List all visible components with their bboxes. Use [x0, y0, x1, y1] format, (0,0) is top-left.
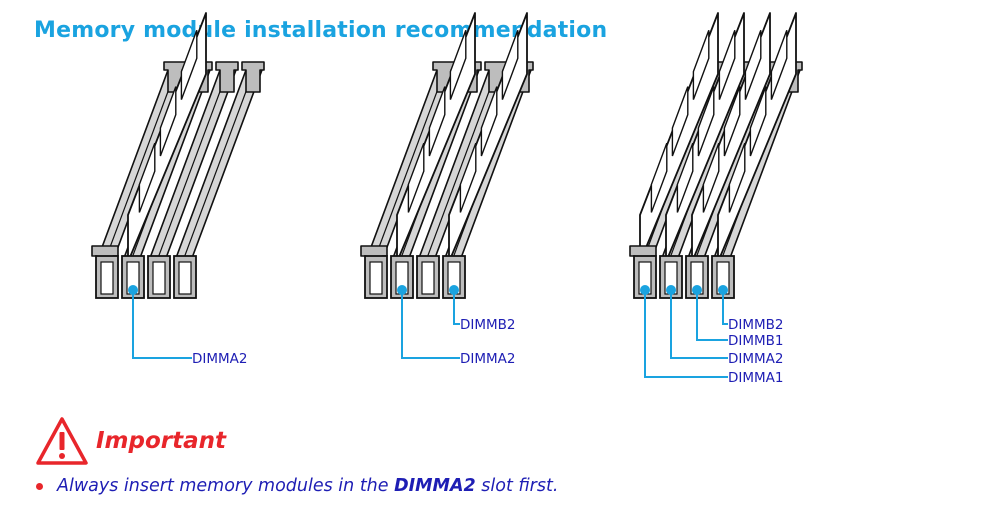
callout-line [644, 290, 728, 378]
memory-chip [728, 142, 746, 213]
memory-chip [501, 30, 519, 100]
slot-label: DIMMA2 [460, 351, 516, 367]
memory-chip [671, 86, 689, 157]
slot-far-clip [241, 61, 265, 93]
memory-chip [650, 142, 668, 213]
memory-chip [723, 86, 741, 157]
memory-chip [749, 86, 767, 157]
diagram-one-module: DIMMA2 [91, 12, 265, 367]
warning-triangle-icon [36, 417, 88, 465]
note-text: Always insert memory modules in the DIMM… [57, 476, 559, 496]
memory-chip [407, 142, 425, 213]
slot-label: DIMMB1 [728, 333, 784, 349]
slot-groove [183, 69, 255, 259]
note-highlight: DIMMA2 [394, 476, 476, 496]
memory-chip [138, 142, 156, 213]
callout-line [401, 290, 460, 359]
slot-far-clip [215, 61, 239, 93]
callout-line [453, 290, 460, 325]
slot-front-inner [369, 261, 383, 295]
callout-line [696, 290, 728, 341]
slot-label: DIMMB2 [460, 317, 516, 333]
slot-groove [374, 69, 446, 259]
memory-chip [159, 86, 177, 157]
slot-groove [157, 69, 229, 259]
memory-chip [718, 30, 736, 100]
important-heading: Important [96, 428, 227, 454]
memory-chip [770, 30, 788, 100]
callout-line [132, 290, 192, 359]
memory-chip [449, 30, 467, 100]
memory-chip [697, 86, 715, 157]
bullet-icon [36, 482, 43, 490]
memory-chip [459, 142, 477, 213]
slot-label: DIMMB2 [728, 317, 784, 333]
memory-chip [744, 30, 762, 100]
slot-front-inner [100, 261, 114, 295]
memory-chip [428, 86, 446, 157]
slot-groove [105, 69, 177, 259]
memory-chip [480, 86, 498, 157]
memory-chip [702, 142, 720, 213]
memory-chip [676, 142, 694, 213]
slot-groove [426, 69, 498, 259]
callout-line [670, 290, 728, 359]
slot-front-inner [178, 261, 192, 295]
important-notice: Important [36, 415, 226, 467]
callout-line [722, 290, 728, 325]
slot-label: DIMMA2 [728, 351, 784, 367]
memory-chip [692, 30, 710, 100]
memory-chip [180, 30, 198, 100]
slot-front-inner [421, 261, 435, 295]
slot-label: DIMMA1 [728, 370, 784, 386]
slot-label: DIMMA2 [192, 351, 248, 367]
page-title: Memory module installation recommendatio… [34, 18, 608, 43]
slot-front-inner [152, 261, 166, 295]
note-list-item: Always insert memory modules in the DIMM… [36, 476, 558, 496]
